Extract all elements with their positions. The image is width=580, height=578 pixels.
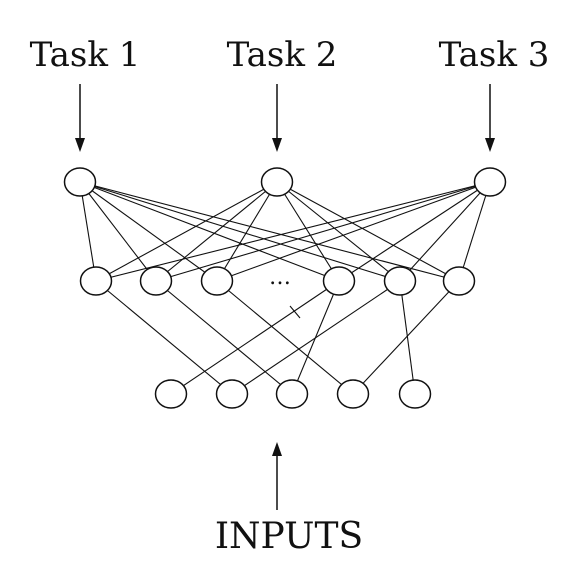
output-hidden-edge [79, 181, 401, 282]
hidden-input-edge [155, 280, 293, 395]
task-1-arrow [75, 84, 85, 152]
hidden-input-edge-stub [289, 305, 301, 319]
output-hidden-edge [276, 181, 460, 282]
output-hidden-edge [155, 181, 491, 282]
task-3-label: Task 3 [439, 35, 550, 75]
hidden-node [383, 266, 417, 296]
output-hidden-edge [95, 181, 491, 282]
task-2-arrow-head [272, 138, 282, 152]
output-node [473, 167, 507, 197]
output-hidden-edge [79, 181, 460, 282]
output-node [63, 167, 97, 197]
output-hidden-edge [95, 181, 278, 282]
hidden-node [79, 266, 113, 296]
output-hidden-edge [216, 181, 278, 282]
node-group [63, 167, 507, 409]
output-hidden-edge [399, 181, 491, 282]
output-hidden-edge [216, 181, 491, 282]
input-node [336, 379, 370, 409]
output-hidden-edge [458, 181, 491, 282]
output-hidden-edge [155, 181, 278, 282]
input-node [154, 379, 188, 409]
arrow-group [75, 84, 495, 510]
task-3-arrow-head [485, 138, 495, 152]
output-hidden-edge [79, 181, 97, 282]
hidden-node [139, 266, 173, 296]
inputs-arrow-head [272, 442, 282, 456]
output-node [260, 167, 294, 197]
task-1-arrow-head [75, 138, 85, 152]
edge-group [79, 181, 491, 395]
hidden-input-edge [399, 280, 416, 395]
hidden-input-edge [352, 280, 460, 395]
hidden-node [442, 266, 476, 296]
output-hidden-edge [79, 181, 218, 282]
task-3-arrow [485, 84, 495, 152]
hidden-input-edge [216, 280, 354, 395]
output-hidden-edge [79, 181, 340, 282]
hidden-node [200, 266, 234, 296]
hidden-input-edge [95, 280, 233, 395]
output-hidden-edge [338, 181, 491, 282]
task-2-label: Task 2 [227, 35, 338, 75]
output-hidden-edge [276, 181, 401, 282]
input-node [215, 379, 249, 409]
output-hidden-edge [79, 181, 157, 282]
inputs-label: INPUTS [215, 516, 363, 557]
input-node [398, 379, 432, 409]
hidden-ellipsis: … [269, 265, 291, 290]
output-hidden-edge [276, 181, 340, 282]
task-2-arrow [272, 84, 282, 152]
hidden-input-edge [170, 280, 340, 395]
inputs-arrow [272, 442, 282, 510]
input-node [275, 379, 309, 409]
hidden-input-edge [231, 280, 401, 395]
task-1-label: Task 1 [30, 35, 141, 75]
hidden-node [322, 266, 356, 296]
